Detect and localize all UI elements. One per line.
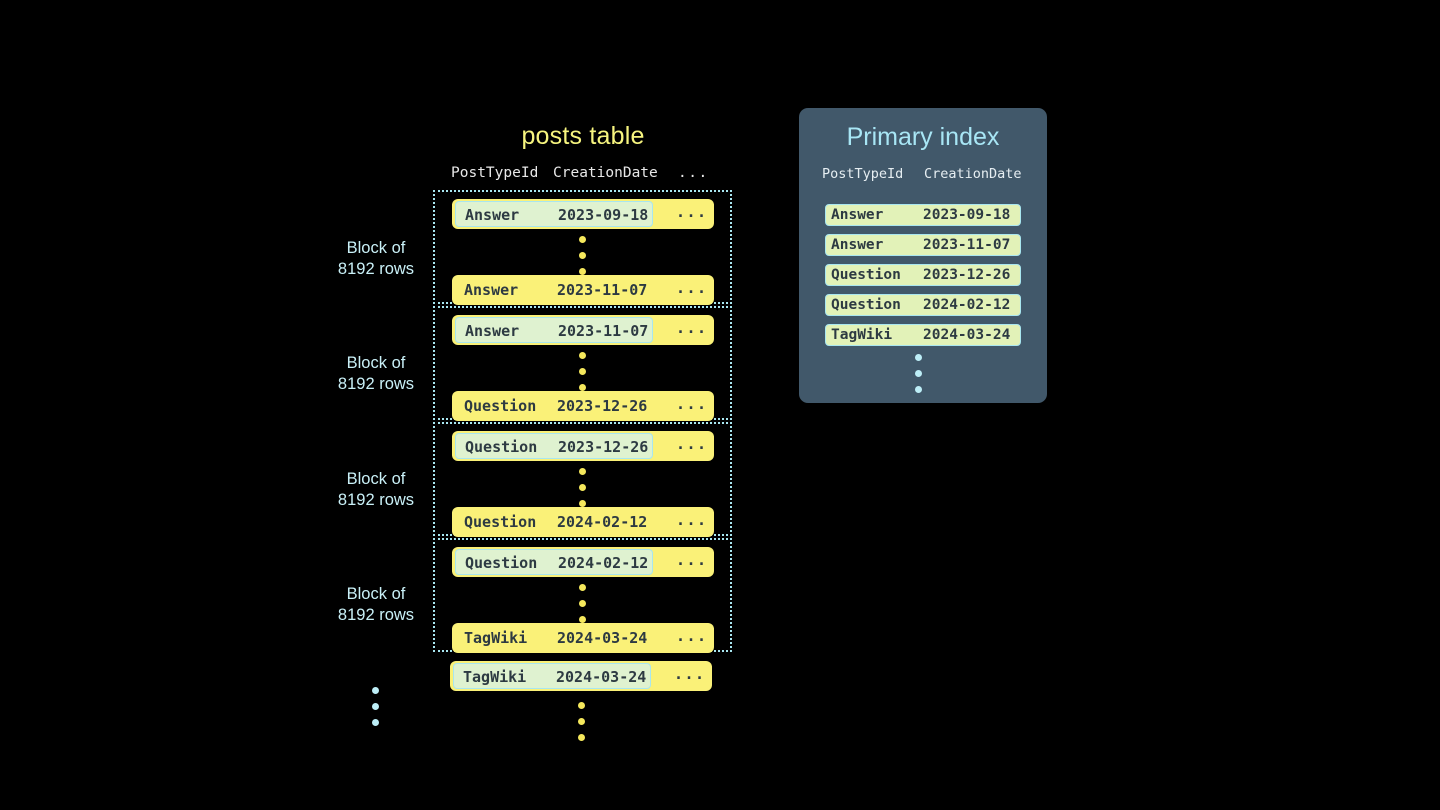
posts-table-title: posts table — [521, 122, 645, 150]
block-label-line2: 8192 rows — [337, 491, 415, 509]
row-posttypeid: Question — [464, 397, 537, 415]
index-row: Question 2023-12-26 — [825, 264, 1021, 286]
row-ellipsis: ... — [676, 203, 708, 221]
index-row-posttypeid: TagWiki — [831, 327, 893, 343]
block-label-line2: 8192 rows — [337, 375, 415, 393]
row-highlight-box: Question 2023-12-26 — [455, 433, 653, 459]
table-row: Answer 2023-09-18 ... — [452, 199, 714, 229]
row-posttypeid: Answer — [464, 281, 519, 299]
block-label-line1: Block of — [346, 354, 406, 372]
row-ellipsis-dots — [579, 468, 587, 516]
block-label-line1: Block of — [346, 585, 406, 603]
row-cells: Question 2024-02-12 — [455, 509, 653, 535]
row-ellipsis: ... — [674, 665, 706, 683]
index-row: Answer 2023-11-07 — [825, 234, 1021, 256]
table-row-trailing: TagWiki 2024-03-24 ... — [450, 661, 712, 691]
index-row-creationdate: 2023-11-07 — [923, 237, 1011, 253]
row-ellipsis: ... — [676, 551, 708, 569]
index-row-posttypeid: Question — [831, 297, 901, 313]
row-creationdate: 2023-11-07 — [557, 281, 648, 299]
primary-index-column-headers: PostTypeId CreationDate — [799, 166, 1047, 186]
row-highlight-box: Answer 2023-11-07 — [455, 317, 653, 343]
index-row: Question 2024-02-12 — [825, 294, 1021, 316]
block-label-1: Block of 8192 rows — [301, 238, 451, 280]
row-creationdate: 2024-03-24 — [556, 668, 647, 686]
table-row: Question 2023-12-26 ... — [452, 391, 714, 421]
block-label-3: Block of 8192 rows — [301, 469, 451, 511]
row-cells: Question 2023-12-26 — [455, 393, 653, 419]
block-label-line1: Block of — [346, 239, 406, 257]
table-row: Question 2024-02-12 ... — [452, 547, 714, 577]
posts-table-column-headers: PostTypeId CreationDate ... — [433, 165, 733, 187]
block-label-line2: 8192 rows — [337, 606, 415, 624]
column-header-ellipsis: ... — [678, 165, 709, 181]
row-ellipsis-dots — [579, 352, 587, 400]
index-row: Answer 2023-09-18 — [825, 204, 1021, 226]
row-ellipsis: ... — [676, 511, 708, 529]
row-creationdate: 2024-02-12 — [558, 554, 649, 572]
row-ellipsis-dots — [579, 236, 587, 284]
row-creationdate: 2024-02-12 — [557, 513, 648, 531]
index-row: TagWiki 2024-03-24 — [825, 324, 1021, 346]
index-row-creationdate: 2023-12-26 — [923, 267, 1011, 283]
index-column-header-creationdate: CreationDate — [924, 166, 1022, 182]
posts-block-3: Question 2023-12-26 ... Question 2024-02… — [433, 422, 732, 537]
table-row: Answer 2023-11-07 ... — [452, 315, 714, 345]
row-creationdate: 2023-11-07 — [558, 322, 649, 340]
row-posttypeid: TagWiki — [464, 629, 528, 647]
blocks-continuation-dots — [372, 687, 380, 735]
row-highlight-box: Answer 2023-09-18 — [455, 201, 653, 227]
row-highlight-box: Question 2024-02-12 — [455, 549, 653, 575]
row-ellipsis-dots — [579, 584, 587, 632]
block-label-2: Block of 8192 rows — [301, 353, 451, 395]
table-row: Question 2023-12-26 ... — [452, 431, 714, 461]
index-continuation-dots — [915, 354, 923, 402]
block-label-line2: 8192 rows — [337, 260, 415, 278]
block-label-4: Block of 8192 rows — [301, 584, 451, 626]
row-creationdate: 2024-03-24 — [557, 629, 648, 647]
row-posttypeid: Question — [464, 513, 537, 531]
column-header-creationdate: CreationDate — [553, 165, 658, 181]
row-ellipsis: ... — [676, 627, 708, 645]
primary-index-panel: Primary index PostTypeId CreationDate An… — [799, 108, 1047, 403]
index-column-header-posttypeid: PostTypeId — [822, 166, 904, 182]
table-row: TagWiki 2024-03-24 ... — [452, 623, 714, 653]
row-cells: Answer 2023-11-07 — [455, 277, 653, 303]
posts-block-2: Answer 2023-11-07 ... Question 2023-12-2… — [433, 306, 732, 421]
posts-block-4: Question 2024-02-12 ... TagWiki 2024-03-… — [433, 538, 732, 653]
row-ellipsis: ... — [676, 279, 708, 297]
row-creationdate: 2023-09-18 — [558, 206, 649, 224]
row-posttypeid: Question — [465, 554, 538, 572]
row-ellipsis: ... — [676, 395, 708, 413]
index-row-creationdate: 2024-03-24 — [923, 327, 1011, 343]
block-label-line1: Block of — [346, 470, 406, 488]
primary-index-title: Primary index — [846, 123, 1000, 151]
index-row-posttypeid: Question — [831, 267, 901, 283]
row-highlight-box: TagWiki 2024-03-24 — [453, 663, 651, 689]
column-header-posttypeid: PostTypeId — [451, 165, 539, 181]
row-creationdate: 2023-12-26 — [558, 438, 649, 456]
table-row: Question 2024-02-12 ... — [452, 507, 714, 537]
row-posttypeid: TagWiki — [463, 668, 527, 686]
row-posttypeid: Answer — [465, 206, 520, 224]
index-row-creationdate: 2024-02-12 — [923, 297, 1011, 313]
row-cells: TagWiki 2024-03-24 — [455, 625, 653, 651]
posts-table-continuation-dots — [578, 702, 586, 750]
posts-block-1: Answer 2023-09-18 ... Answer 2023-11-07 … — [433, 190, 732, 305]
index-row-posttypeid: Answer — [831, 207, 884, 223]
row-ellipsis: ... — [676, 435, 708, 453]
row-creationdate: 2023-12-26 — [557, 397, 648, 415]
row-posttypeid: Question — [465, 438, 538, 456]
table-row: Answer 2023-11-07 ... — [452, 275, 714, 305]
row-ellipsis: ... — [676, 319, 708, 337]
index-row-creationdate: 2023-09-18 — [923, 207, 1011, 223]
row-posttypeid: Answer — [465, 322, 520, 340]
index-row-posttypeid: Answer — [831, 237, 884, 253]
